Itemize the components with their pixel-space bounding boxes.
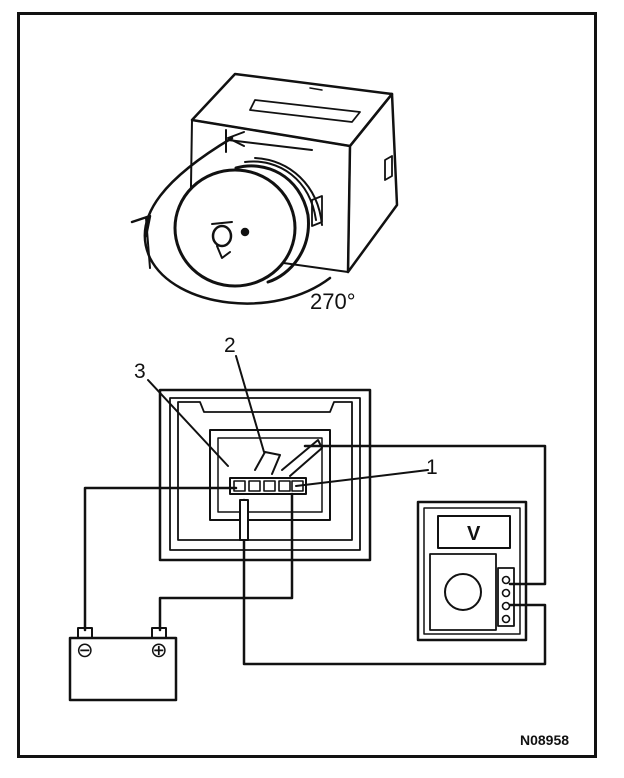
switch-assembly	[130, 72, 399, 305]
callout-1: 1	[426, 456, 438, 479]
rotation-angle-label: 270°	[310, 289, 356, 314]
callout-2: 2	[224, 334, 236, 357]
figure-code: N08958	[520, 732, 569, 748]
wiring	[83, 444, 547, 666]
figure-frame	[17, 12, 597, 758]
connector-housing	[158, 388, 372, 562]
battery-positive-icon: ⊕	[150, 639, 168, 662]
battery-negative-icon: ⊖	[76, 639, 94, 662]
callout-3: 3	[134, 360, 146, 383]
voltmeter-label: V	[467, 523, 481, 545]
battery	[68, 627, 178, 702]
voltmeter	[416, 500, 528, 642]
